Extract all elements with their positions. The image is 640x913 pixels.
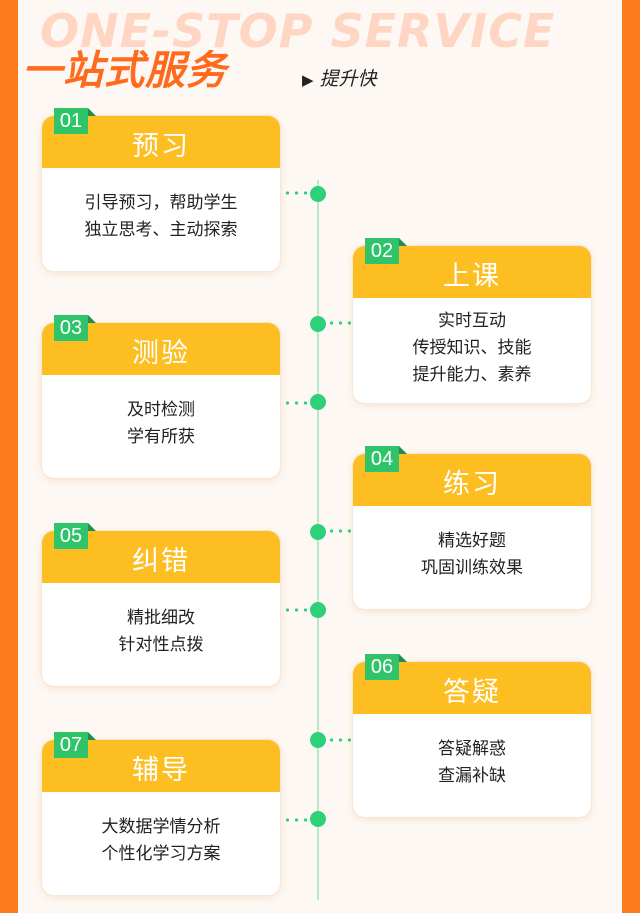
- description-line: 巩固训练效果: [421, 558, 523, 578]
- card-description: 精选好题 巩固训练效果: [353, 506, 591, 582]
- card-title: 纠错: [132, 546, 190, 577]
- timeline-dot: [310, 811, 326, 827]
- background-watermark-text: ONE-STOP SERVICE: [40, 4, 556, 58]
- card-description: 实时互动 传授知识、技能 提升能力、素养: [353, 298, 591, 389]
- description-line: 个性化学习方案: [101, 844, 221, 864]
- card-header: 04 练习: [353, 446, 591, 506]
- description-line: 精选好题: [438, 531, 506, 551]
- step-number-badge: 04: [365, 446, 407, 472]
- description-line: 答疑解惑: [438, 739, 506, 759]
- description-line: 大数据学情分析: [101, 817, 221, 837]
- page-title: 一站式服务: [22, 48, 227, 94]
- right-orange-border: [622, 0, 640, 913]
- description-line: 学有所获: [127, 427, 195, 447]
- card-header: 03 测验: [42, 315, 280, 375]
- description-line: 引导预习，帮助学生: [84, 193, 238, 213]
- card-title: 上课: [443, 261, 501, 292]
- card-description: 答疑解惑 查漏补缺: [353, 714, 591, 790]
- timeline-dot: [310, 394, 326, 410]
- subtitle: ▶ 提升快: [302, 64, 377, 91]
- card-header: 02 上课: [353, 238, 591, 298]
- card-header: 05 纠错: [42, 523, 280, 583]
- step-number-badge: 01: [54, 108, 96, 134]
- card-header: 01 预习: [42, 108, 280, 168]
- step-card-preview: 01 预习 引导预习，帮助学生 独立思考、主动探索: [42, 108, 280, 271]
- card-title: 答疑: [443, 677, 501, 708]
- step-card-quiz: 03 测验 及时检测 学有所获: [42, 315, 280, 478]
- description-line: 针对性点拨: [118, 635, 204, 655]
- connector-dots: [283, 608, 315, 612]
- timeline-dot: [310, 524, 326, 540]
- timeline-line: [317, 180, 319, 900]
- description-line: 查漏补缺: [438, 766, 506, 786]
- connector-dots: [327, 529, 351, 533]
- left-orange-border: [0, 0, 18, 913]
- step-number-badge: 02: [365, 238, 407, 264]
- description-line: 传授知识、技能: [412, 338, 532, 358]
- timeline-dot: [310, 316, 326, 332]
- connector-dots: [283, 191, 315, 195]
- description-line: 独立思考、主动探索: [84, 220, 238, 240]
- step-number-badge: 06: [365, 654, 407, 680]
- step-number-badge: 03: [54, 315, 96, 341]
- connector-dots: [283, 818, 315, 822]
- connector-dots: [327, 738, 351, 742]
- subtitle-text: 提升快: [319, 68, 377, 90]
- step-card-correction: 05 纠错 精批细改 针对性点拨: [42, 523, 280, 686]
- timeline-dot: [310, 186, 326, 202]
- step-number-badge: 05: [54, 523, 96, 549]
- card-title: 练习: [443, 469, 501, 500]
- triangle-right-icon: ▶: [302, 71, 314, 89]
- card-description: 精批细改 针对性点拨: [42, 583, 280, 659]
- connector-dots: [283, 401, 315, 405]
- description-line: 及时检测: [127, 400, 195, 420]
- card-description: 引导预习，帮助学生 独立思考、主动探索: [42, 168, 280, 244]
- card-title: 测验: [132, 338, 190, 369]
- card-description: 大数据学情分析 个性化学习方案: [42, 792, 280, 868]
- step-number-badge: 07: [54, 732, 96, 758]
- description-line: 实时互动: [438, 311, 506, 331]
- card-description: 及时检测 学有所获: [42, 375, 280, 451]
- step-card-class: 02 上课 实时互动 传授知识、技能 提升能力、素养: [353, 238, 591, 403]
- card-header: 06 答疑: [353, 654, 591, 714]
- step-card-practice: 04 练习 精选好题 巩固训练效果: [353, 446, 591, 609]
- card-header: 07 辅导: [42, 732, 280, 792]
- description-line: 提升能力、素养: [412, 365, 532, 385]
- timeline-dot: [310, 732, 326, 748]
- description-line: 精批细改: [127, 608, 195, 628]
- step-card-qa: 06 答疑 答疑解惑 查漏补缺: [353, 654, 591, 817]
- card-title: 辅导: [132, 755, 190, 786]
- connector-dots: [327, 321, 351, 325]
- step-card-tutoring: 07 辅导 大数据学情分析 个性化学习方案: [42, 732, 280, 895]
- timeline-dot: [310, 602, 326, 618]
- card-title: 预习: [132, 131, 190, 162]
